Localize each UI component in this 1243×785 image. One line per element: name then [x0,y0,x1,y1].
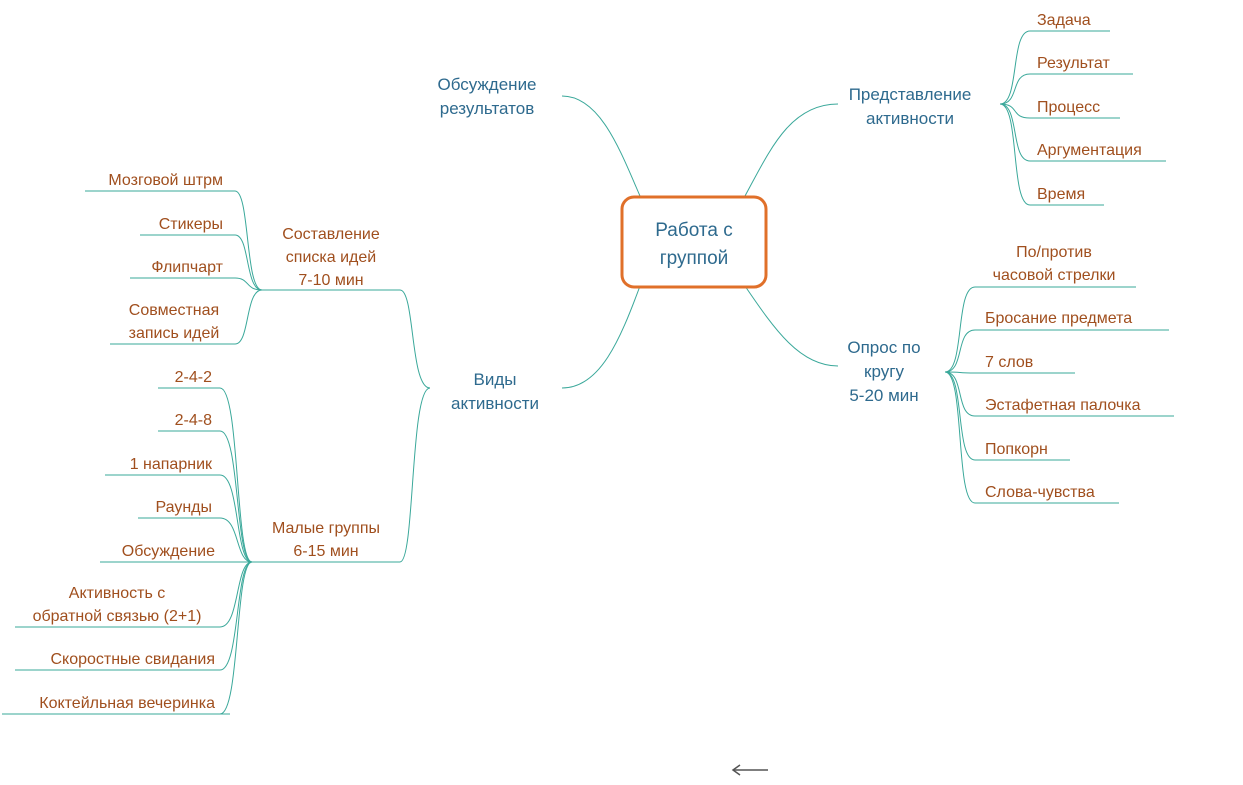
circle-item[interactable]: Слова-чувства [985,484,1095,501]
presentation-items: Задача Результат Процесс Аргументация Вр… [1037,12,1142,203]
ideas-edges [85,190,263,345]
ideas-item[interactable]: запись идей [129,325,220,342]
presentation-item[interactable]: Процесс [1037,99,1100,116]
edge-root-kinds [561,285,641,389]
circle-item[interactable]: Попкорн [985,441,1048,458]
svg-text:активности: активности [451,394,539,413]
groups-item[interactable]: Коктейльная вечеринка [39,695,215,712]
node-ideas[interactable]: Составление списка идей 7-10 мин [282,226,380,289]
circle-item[interactable]: часовой стрелки [993,267,1116,284]
svg-text:Малые группы: Малые группы [272,520,380,537]
ideas-item[interactable]: Совместная [129,302,219,319]
groups-item[interactable]: Обсуждение [122,543,215,560]
ideas-items: Мозговой штрм Стикеры Флипчарт Совместна… [108,172,223,342]
ideas-item[interactable]: Стикеры [159,216,223,233]
back-arrow-icon[interactable] [728,758,772,780]
circle-item[interactable]: Бросание предмета [985,310,1132,327]
groups-item[interactable]: 1 напарник [130,456,213,473]
presentation-item[interactable]: Результат [1037,55,1110,72]
groups-edges [2,387,253,715]
root-node[interactable]: Работа с группой [620,195,768,289]
edge-root-presentation [744,103,839,197]
groups-items: 2-4-2 2-4-8 1 напарник Раунды Обсуждение… [33,369,216,712]
svg-text:Обсуждение: Обсуждение [437,75,536,94]
groups-item[interactable]: Раунды [155,499,212,516]
node-kinds[interactable]: Виды активности [451,370,539,413]
svg-text:кругу: кругу [864,362,904,381]
node-presentation[interactable]: Представление активности [849,85,972,128]
svg-text:Представление: Представление [849,85,972,104]
groups-item[interactable]: 2-4-2 [175,369,212,386]
circle-edges [944,286,1174,504]
presentation-item[interactable]: Время [1037,186,1085,203]
svg-text:списка идей: списка идей [286,249,376,266]
ideas-item[interactable]: Флипчарт [151,259,223,276]
svg-text:активности: активности [866,109,954,128]
node-groups[interactable]: Малые группы 6-15 мин [272,520,380,560]
presentation-edges [999,30,1166,206]
ideas-item[interactable]: Мозговой штрм [108,172,223,189]
root-line1: Работа с [655,220,732,241]
groups-item[interactable]: Скоростные свидания [50,651,215,668]
circle-items: По/против часовой стрелки Бросание предм… [985,244,1141,501]
edge-root-circle [744,285,839,367]
circle-item[interactable]: По/против [1016,244,1092,261]
svg-text:Опрос по: Опрос по [847,338,920,357]
root-line2: группой [660,248,729,269]
svg-text:Составление: Составление [282,226,380,243]
edge-root-discussion [561,95,641,197]
groups-item[interactable]: обратной связью (2+1) [33,608,202,625]
node-discussion[interactable]: Обсуждение результатов [437,75,536,118]
circle-item[interactable]: 7 слов [985,354,1033,371]
groups-item[interactable]: Активность с [69,585,165,602]
node-circle[interactable]: Опрос по кругу 5-20 мин [847,338,920,405]
svg-text:6-15 мин: 6-15 мин [293,543,358,560]
groups-item[interactable]: 2-4-8 [175,412,212,429]
circle-item[interactable]: Эстафетная палочка [985,397,1141,414]
svg-text:7-10 мин: 7-10 мин [298,272,363,289]
presentation-item[interactable]: Аргументация [1037,142,1142,159]
presentation-item[interactable]: Задача [1037,12,1091,29]
edge-kinds-ideas [399,289,431,389]
svg-text:результатов: результатов [440,99,534,118]
edge-kinds-groups [399,387,431,563]
svg-text:Виды: Виды [474,370,517,389]
svg-text:5-20 мин: 5-20 мин [849,386,918,405]
